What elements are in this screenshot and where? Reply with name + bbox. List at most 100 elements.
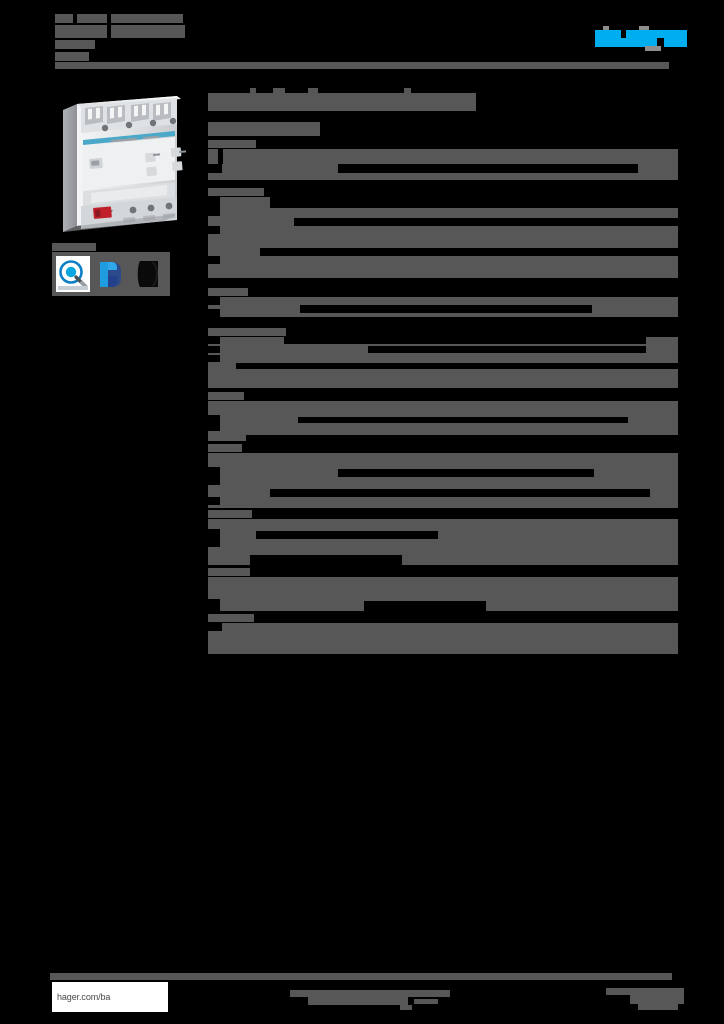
- spec-section: [208, 286, 678, 328]
- spec-section: [208, 188, 678, 286]
- table-row: [208, 623, 678, 654]
- page-subtitle-block: [208, 114, 678, 140]
- row-gap: [284, 337, 646, 344]
- row-gap: [208, 355, 220, 362]
- header-title-fragment: [55, 25, 107, 38]
- table-row: [208, 497, 678, 508]
- footer-page-number-redacted: [606, 988, 684, 1010]
- row-gap: [338, 469, 594, 477]
- section-label-redacted: [208, 140, 256, 148]
- row-gap: [294, 218, 678, 226]
- table-row: [208, 173, 678, 180]
- row-gap: [250, 555, 402, 565]
- row-gap: [208, 346, 220, 353]
- table-row: [208, 149, 678, 164]
- logo-descender: [645, 46, 661, 51]
- din-module-illustration: [63, 96, 187, 232]
- page-title-ascender: [273, 88, 285, 93]
- table-row: [208, 372, 678, 388]
- row-gap: [260, 248, 678, 256]
- row-gap: [208, 226, 220, 234]
- logo-ascender: [639, 26, 649, 31]
- page-number-fragment: [630, 995, 684, 1004]
- document-header: [55, 14, 669, 66]
- page-title-ascender: [250, 88, 256, 93]
- row-gap: [208, 477, 220, 485]
- header-subtitle-fragment: [55, 52, 89, 61]
- spec-section: [208, 328, 678, 392]
- partner-logo-icon: [132, 256, 166, 292]
- certification-logo-row: [52, 252, 170, 296]
- footer-center-redacted: [290, 990, 450, 1010]
- row-gap: [270, 489, 650, 497]
- row-gap: [208, 467, 220, 477]
- logo-ascender: [603, 26, 609, 32]
- header-divider: [55, 62, 669, 69]
- hager-logo: [595, 26, 691, 51]
- row-gap: [208, 599, 220, 611]
- section-label-redacted: [208, 188, 264, 196]
- specification-table: [208, 88, 678, 660]
- row-gap: [298, 417, 628, 423]
- header-title-fragment: [77, 14, 107, 23]
- page-subtitle-redacted: [208, 122, 320, 136]
- row-gap: [300, 305, 592, 313]
- page-number-fragment: [638, 1004, 678, 1010]
- row-gap: [208, 497, 220, 505]
- certification-caption-redacted: [52, 243, 96, 251]
- row-gap: [270, 197, 678, 208]
- section-label-redacted: [208, 392, 244, 400]
- footer-text-fragment: [308, 997, 408, 1005]
- row-gap: [364, 601, 486, 611]
- footer-divider: [50, 973, 672, 980]
- row-gap: [246, 435, 678, 441]
- section-label-redacted: [208, 510, 252, 518]
- header-title-fragment: [111, 25, 185, 38]
- row-gap: [208, 297, 220, 305]
- section-label-redacted: [208, 288, 248, 296]
- row-gap: [236, 363, 678, 369]
- row-gap: [338, 164, 638, 173]
- quality-mark-icon: [56, 256, 90, 292]
- row-gap: [208, 208, 220, 216]
- section-label-redacted: [208, 444, 242, 452]
- header-title-fragment: [111, 14, 183, 23]
- logo-notch: [657, 38, 664, 47]
- spec-section: [208, 568, 678, 614]
- spec-section: [208, 510, 678, 568]
- row-gap: [256, 531, 438, 539]
- page-number-fragment: [606, 988, 684, 995]
- row-gap: [208, 337, 220, 344]
- footer-url-box[interactable]: hager.com/ba: [52, 982, 168, 1012]
- row-gap: [208, 256, 220, 264]
- knx-logo-icon: [94, 256, 128, 292]
- section-label-redacted: [208, 328, 286, 336]
- spec-section: [208, 392, 678, 444]
- logo-wordmark: [595, 30, 687, 47]
- footer-text-fragment: [414, 999, 438, 1004]
- footer-url-text[interactable]: hager.com/ba: [57, 992, 111, 1002]
- product-photo: [55, 88, 189, 240]
- table-row: [208, 256, 678, 278]
- spec-section: [208, 444, 678, 510]
- row-gap: [208, 415, 220, 423]
- page-title-block: [208, 88, 678, 114]
- row-gap: [208, 529, 220, 539]
- row-gap: [368, 346, 646, 353]
- page-title-ascender: [404, 88, 411, 93]
- header-title-fragment: [55, 40, 95, 49]
- logo-notch: [621, 30, 626, 38]
- spec-section: [208, 614, 678, 660]
- row-gap: [218, 149, 223, 164]
- page-title-redacted: [208, 93, 476, 111]
- header-title-fragment: [55, 14, 73, 23]
- row-gap: [208, 423, 220, 431]
- row-gap: [208, 309, 220, 317]
- row-gap: [208, 623, 222, 631]
- page-title-ascender: [308, 88, 318, 93]
- footer-text-fragment: [290, 990, 450, 997]
- section-label-redacted: [208, 614, 254, 622]
- row-gap: [208, 539, 220, 547]
- spec-section: [208, 140, 678, 188]
